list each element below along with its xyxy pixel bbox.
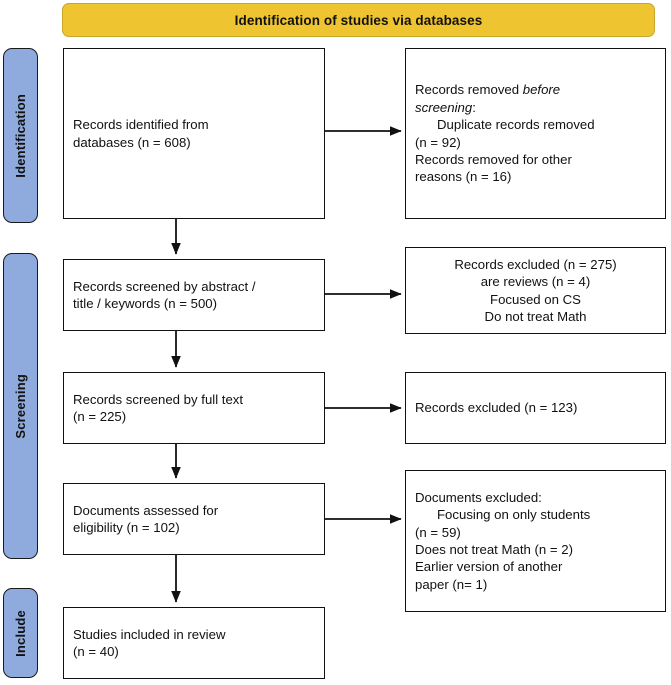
box-records-excluded-abstract-line-4: Do not treat Math (484, 308, 587, 324)
stage-tab-screening-label: Screening (13, 373, 28, 439)
box-records-removed-before-screening: Records removed before screening: Duplic… (405, 48, 666, 219)
box-records-identified-line-1: Records identified from (73, 117, 209, 133)
stage-tab-identification-label: Identification (13, 93, 28, 178)
box-documents-excluded-line-1: Documents excluded: (415, 489, 542, 505)
box-studies-included-in-review-line-1: Studies included in review (73, 626, 226, 642)
box-records-removed-line-1: Records removed before (415, 82, 561, 98)
box-documents-assessed-eligibility-line-2: eligibility (n = 102) (73, 520, 180, 535)
box-documents-assessed-eligibility: Documents assessed for eligibility (n = … (63, 483, 325, 555)
box-records-screened-fulltext-line-2: (n = 225) (73, 409, 127, 424)
box-records-excluded-abstract-line-2: are reviews (n = 4) (480, 274, 591, 290)
box-studies-included-in-review: Studies included in review (n = 40) (63, 607, 325, 679)
box-records-screened-abstract: Records screened by abstract / title / k… (63, 259, 325, 331)
diagram-header-banner: Identification of studies via databases (62, 3, 655, 37)
box-records-screened-abstract-line-2: title / keywords (n = 500) (73, 296, 218, 311)
box-records-excluded-abstract-line-3: Focused on CS (490, 291, 581, 307)
box-records-removed-line-4: (n = 92) (415, 134, 461, 150)
box-records-excluded-abstract-line-1: Records excluded (n = 275) (454, 256, 617, 272)
box-documents-excluded-line-6: paper (n= 1) (415, 576, 488, 592)
box-records-removed-line-5: Records removed for other (415, 151, 572, 167)
stage-tab-include-label: Include (13, 609, 28, 657)
box-records-screened-fulltext: Records screened by full text (n = 225) (63, 372, 325, 444)
stage-tab-screening: Screening (3, 253, 38, 559)
box-records-screened-abstract-line-1: Records screened by abstract / (73, 278, 256, 294)
box-documents-excluded-line-3: (n = 59) (415, 524, 461, 540)
box-records-excluded-fulltext-line-1: Records excluded (n = 123) (415, 400, 578, 416)
box-documents-excluded-line-4: Does not treat Math (n = 2) (415, 542, 573, 557)
box-records-screened-fulltext-line-1: Records screened by full text (73, 391, 244, 407)
stage-tab-include: Include (3, 588, 38, 678)
stage-tab-identification: Identification (3, 48, 38, 223)
box-studies-included-in-review-line-2: (n = 40) (73, 644, 119, 659)
box-records-excluded-abstract: Records excluded (n = 275) are reviews (… (405, 247, 666, 334)
banner-title: Identification of studies via databases (234, 12, 483, 28)
box-documents-excluded: Documents excluded: Focusing on only stu… (405, 470, 666, 612)
box-records-removed-line-3: Duplicate records removed (437, 117, 595, 133)
box-records-removed-line-6: reasons (n = 16) (415, 169, 512, 185)
box-documents-excluded-line-2: Focusing on only students (437, 507, 591, 523)
box-records-identified: Records identified from databases (n = 6… (63, 48, 325, 219)
box-records-removed-line-2: screening: (415, 99, 476, 115)
box-records-excluded-fulltext: Records excluded (n = 123) (405, 372, 666, 444)
box-documents-assessed-eligibility-line-1: Documents assessed for (73, 502, 219, 518)
box-records-identified-line-2: databases (n = 608) (73, 134, 191, 150)
box-documents-excluded-line-5: Earlier version of another (415, 559, 563, 575)
